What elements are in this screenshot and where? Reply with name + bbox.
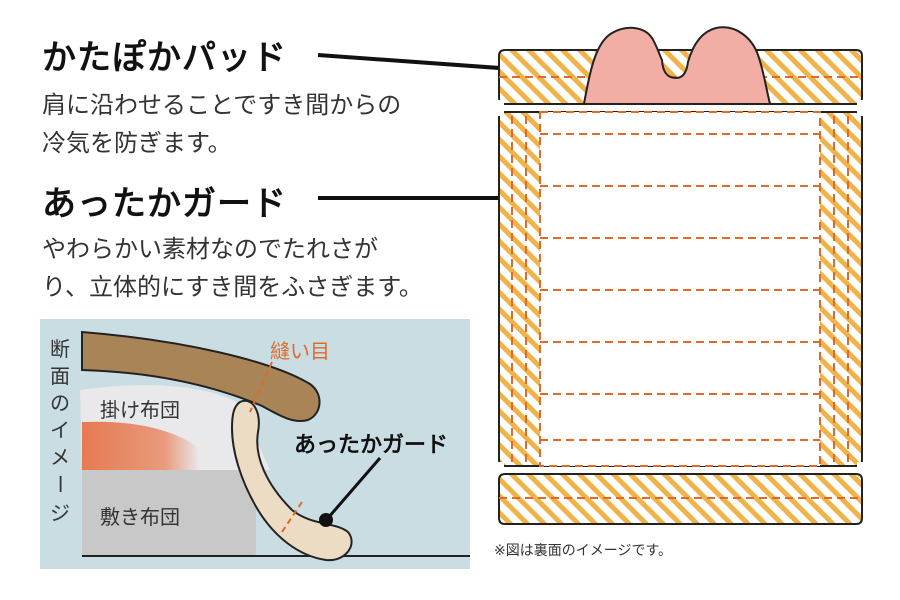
cross-section-guard	[230, 399, 353, 562]
vertical-label: 断 面 の イ メ ー ジ	[48, 337, 72, 525]
shoulder-pad	[582, 26, 772, 105]
guard-desc-line2: り、立体的にすき間をふさぎます。	[42, 273, 423, 301]
vlabel-char-6: ジ	[50, 501, 70, 525]
upper-futon	[81, 330, 321, 422]
quilt-stitch-lines	[511, 116, 849, 462]
pad-description: 肩に沿わせることですき間からの 冷気を防ぎます。	[42, 86, 401, 162]
guard-desc-line1: やわらかい素材なのでたれさが	[42, 235, 378, 263]
vlabel-char-5: ー	[48, 474, 72, 494]
vlabel-char-4: メ	[50, 445, 70, 469]
guard-label: あったかガード	[294, 433, 448, 458]
lower-futon-label: 敷き布団	[100, 505, 180, 529]
vlabel-char-1: 面	[50, 364, 70, 388]
guard-description: やわらかい素材なのでたれさが り、立体的にすき間をふさぎます。	[42, 230, 423, 306]
pad-desc-line1: 肩に沿わせることですき間からの	[42, 91, 402, 119]
cross-section-panel	[40, 319, 470, 569]
footnote: ※図は裏面のイメージです。	[494, 543, 673, 559]
comforter-back-view	[490, 26, 871, 525]
vlabel-char-2: の	[50, 391, 70, 415]
bottom-band	[498, 473, 863, 525]
lower-futon	[82, 470, 256, 556]
vlabel-char-3: イ	[50, 418, 70, 442]
upper-futon-label: 掛け布団	[100, 398, 180, 422]
guard-title: あったかガード	[42, 184, 287, 224]
pad-title: かたぽかパッド	[42, 38, 287, 78]
seam-label: 縫い目	[270, 339, 330, 363]
vlabel-char-0: 断	[50, 337, 70, 361]
pad-desc-line2: 冷気を防ぎます。	[42, 129, 232, 157]
